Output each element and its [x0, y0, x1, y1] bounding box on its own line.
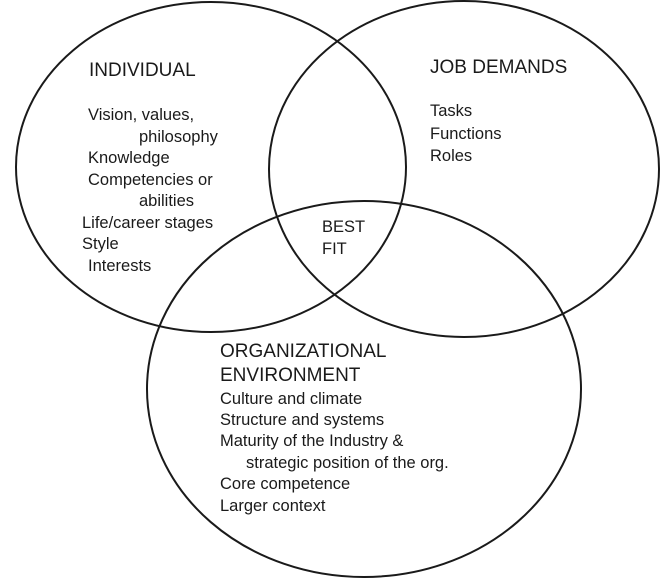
job-demands-circle	[268, 0, 660, 338]
organizational-item: Culture and climate	[220, 390, 362, 408]
organizational-circle	[146, 200, 582, 578]
individual-item: Knowledge	[88, 149, 170, 167]
job-demands-item: Roles	[430, 147, 472, 165]
organizational-item: strategic position of the org.	[246, 454, 449, 472]
organizational-item: Structure and systems	[220, 411, 384, 429]
job-demands-item: Functions	[430, 125, 502, 143]
organizational-item: Core competence	[220, 475, 350, 493]
individual-item: Interests	[88, 257, 151, 275]
individual-item: philosophy	[139, 128, 219, 146]
job-demands-item: Tasks	[430, 102, 472, 120]
organizational-item: Maturity of the Industry &	[220, 432, 403, 450]
best-fit-label: BEST	[322, 218, 365, 236]
best-fit-label: FIT	[322, 240, 347, 258]
individual-circle	[15, 1, 407, 333]
job-demands-title: JOB DEMANDS	[430, 57, 567, 78]
individual-item: Competencies or	[88, 171, 213, 189]
organizational-item: Larger context	[220, 497, 326, 515]
individual-item: abilities	[139, 192, 194, 210]
individual-title: INDIVIDUAL	[89, 60, 196, 81]
individual-item: Vision, values,	[88, 106, 194, 124]
organizational-title: ENVIRONMENT	[220, 365, 361, 386]
individual-item: Life/career stages	[82, 214, 213, 232]
organizational-title: ORGANIZATIONAL	[220, 341, 386, 362]
individual-item: Style	[82, 235, 119, 253]
